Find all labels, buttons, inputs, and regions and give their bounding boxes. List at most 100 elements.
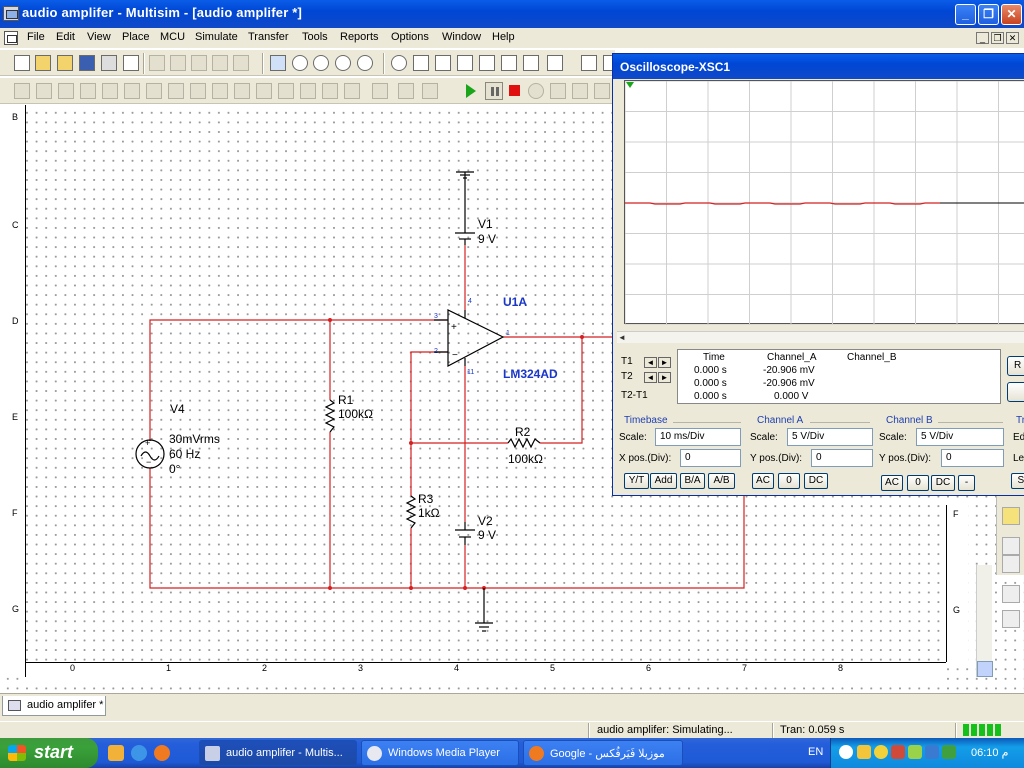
tab-audio-amplifer[interactable]: audio amplifer * <box>2 696 106 716</box>
tray-network-icon[interactable] <box>908 745 922 759</box>
bus-icon[interactable] <box>398 83 414 99</box>
mdi-restore-button[interactable]: ❐ <box>991 32 1004 44</box>
tray-messenger-icon[interactable] <box>874 745 888 759</box>
tray-volume-icon[interactable] <box>925 745 939 759</box>
indicator-component-icon[interactable] <box>212 83 228 99</box>
grapher-icon[interactable] <box>547 55 563 71</box>
step-into-icon[interactable] <box>572 83 588 99</box>
tray-folder-icon[interactable] <box>857 745 871 759</box>
firefox-icon[interactable] <box>154 745 170 761</box>
trigger-single-button[interactable]: Si <box>1011 473 1024 489</box>
timebase-xpos-field[interactable]: 0 <box>680 449 741 467</box>
transistor-component-icon[interactable] <box>80 83 96 99</box>
ttl-component-icon[interactable] <box>124 83 140 99</box>
instrument-icon[interactable] <box>1002 555 1020 573</box>
screen-horizontal-scrollbar[interactable]: ◄ <box>617 331 1024 343</box>
electromechanical-icon[interactable] <box>322 83 338 99</box>
channel-b-zero-button[interactable]: 0 <box>907 475 929 491</box>
t1-left-arrow-icon[interactable]: ◄ <box>644 357 657 368</box>
zoom-in-icon[interactable] <box>292 55 308 71</box>
taskbar-firefox[interactable]: Google - موزيلا فَيَرفُكس <box>523 740 683 766</box>
t2-right-arrow-icon[interactable]: ► <box>658 372 671 383</box>
bode-plotter-icon[interactable] <box>1002 610 1020 628</box>
channel-a-zero-button[interactable]: 0 <box>778 473 800 489</box>
advanced-peripherals-icon[interactable] <box>278 83 294 99</box>
redo-icon[interactable] <box>233 55 249 71</box>
save-button[interactable] <box>1007 382 1024 402</box>
menu-help[interactable]: Help <box>492 31 515 43</box>
table-icon[interactable] <box>479 55 495 71</box>
menu-view[interactable]: View <box>87 31 111 43</box>
channel-b-dc-button[interactable]: DC <box>931 475 955 491</box>
rf-component-icon[interactable] <box>300 83 316 99</box>
ab-mode-button[interactable]: A/B <box>708 473 735 489</box>
print-preview-icon[interactable] <box>123 55 139 71</box>
cut-icon[interactable] <box>149 55 165 71</box>
grid-view-icon[interactable] <box>457 55 473 71</box>
diode-component-icon[interactable] <box>58 83 74 99</box>
measurement-probe-icon[interactable] <box>1002 537 1020 555</box>
tray-app-icon[interactable] <box>891 745 905 759</box>
oscilloscope-window[interactable]: Oscilloscope-XSC1 ◄ T1 T2 T2-T1 ◄ ► ◄ ► … <box>612 53 1024 496</box>
tray-expand-icon[interactable] <box>839 745 853 759</box>
step-out-icon[interactable] <box>594 83 610 99</box>
ba-mode-button[interactable]: B/A <box>680 473 705 489</box>
menu-place[interactable]: Place <box>122 31 150 43</box>
analog-component-icon[interactable] <box>102 83 118 99</box>
pause-at-next-icon[interactable] <box>528 83 544 99</box>
quicklaunch-app-icon[interactable] <box>108 745 124 761</box>
menu-edit[interactable]: Edit <box>56 31 75 43</box>
undo-icon[interactable] <box>212 55 228 71</box>
minimize-button[interactable]: _ <box>955 4 976 25</box>
misc-digital-icon[interactable] <box>168 83 184 99</box>
step-over-icon[interactable] <box>550 83 566 99</box>
restore-button[interactable]: ❐ <box>978 4 999 25</box>
timebase-scale-field[interactable]: 10 ms/Div <box>655 428 741 446</box>
open-folder-icon[interactable] <box>35 55 51 71</box>
channel-b-ac-button[interactable]: AC <box>881 475 903 491</box>
t2-left-arrow-icon[interactable]: ◄ <box>644 372 657 383</box>
tray-antivirus-icon[interactable] <box>942 745 956 759</box>
start-button[interactable]: start <box>0 738 98 768</box>
list-icon[interactable] <box>501 55 517 71</box>
taskbar-media-player[interactable]: Windows Media Player <box>361 740 519 766</box>
paste-icon[interactable] <box>191 55 207 71</box>
misc-component-icon[interactable] <box>256 83 272 99</box>
reverse-button[interactable]: R <box>1007 356 1024 376</box>
menu-transfer[interactable]: Transfer <box>248 31 289 43</box>
zoom-area-icon[interactable] <box>335 55 351 71</box>
stop-simulation-icon[interactable] <box>509 85 520 96</box>
database-icon[interactable] <box>435 55 451 71</box>
multisim-app-icon[interactable] <box>3 6 19 21</box>
logic-analyzer-icon[interactable] <box>1002 585 1020 603</box>
postprocessor-icon[interactable] <box>581 55 597 71</box>
channel-a-ac-button[interactable]: AC <box>752 473 774 489</box>
power-component-icon[interactable] <box>234 83 250 99</box>
language-indicator[interactable]: EN <box>808 746 824 758</box>
vertical-scrollbar[interactable] <box>976 565 993 677</box>
circuit-drawing[interactable]: + − + − <box>0 105 1024 693</box>
scroll-left-arrow-icon[interactable]: ◄ <box>618 333 626 342</box>
mcu-component-icon[interactable] <box>344 83 360 99</box>
title-bar[interactable]: audio amplifer - Multisim - [audio ampli… <box>0 0 1024 28</box>
new-file-icon[interactable] <box>14 55 30 71</box>
open-sample-icon[interactable] <box>57 55 73 71</box>
find-icon[interactable] <box>391 55 407 71</box>
mixed-component-icon[interactable] <box>190 83 206 99</box>
menu-mcu[interactable]: MCU <box>160 31 186 43</box>
save-icon[interactable] <box>79 55 95 71</box>
mdi-minimize-button[interactable]: _ <box>976 32 989 44</box>
zoom-out-icon[interactable] <box>313 55 329 71</box>
oscilloscope-title-bar[interactable]: Oscilloscope-XSC1 <box>613 54 1024 79</box>
yt-mode-button[interactable]: Y/T <box>624 473 649 489</box>
spreadsheet-icon[interactable] <box>413 55 429 71</box>
source-component-icon[interactable] <box>14 83 30 99</box>
channel-b-invert-button[interactable]: - <box>958 475 975 491</box>
menu-file[interactable]: File <box>27 31 45 43</box>
print-icon[interactable] <box>101 55 117 71</box>
channel-a-ypos-field[interactable]: 0 <box>811 449 873 467</box>
menu-simulate[interactable]: Simulate <box>195 31 238 43</box>
channel-b-ypos-field[interactable]: 0 <box>941 449 1004 467</box>
oscilloscope-screen[interactable] <box>624 80 1024 326</box>
run-simulation-icon[interactable] <box>466 84 476 98</box>
